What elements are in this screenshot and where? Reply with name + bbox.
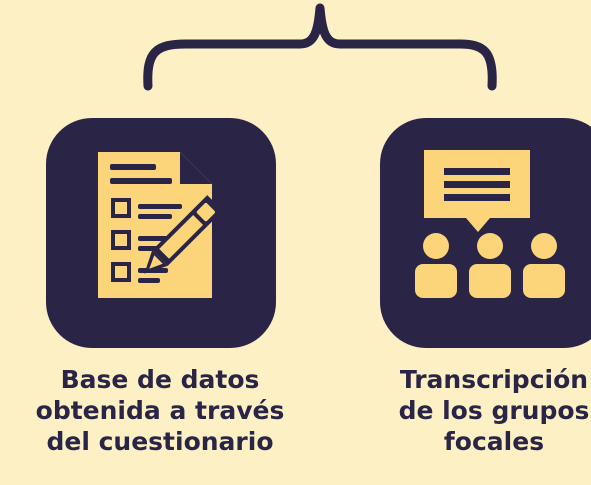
caption-line: del cuestionario: [46, 427, 274, 456]
caption-line: Base de datos: [60, 365, 260, 394]
caption-line: focales: [443, 427, 545, 456]
focus-group-icon: [415, 150, 565, 298]
focus-group-caption: Transcripción de los grupos focales: [344, 364, 591, 457]
questionnaire-caption: Base de datos obtenida a través del cues…: [10, 364, 310, 457]
questionnaire-tile: [46, 118, 276, 348]
caption-line: de los grupos: [398, 396, 590, 425]
caption-line: Transcripción: [399, 365, 589, 394]
focus-group-tile: [380, 118, 591, 348]
questionnaire-checklist-icon: [98, 152, 223, 298]
caption-line: obtenida a través: [35, 396, 285, 425]
